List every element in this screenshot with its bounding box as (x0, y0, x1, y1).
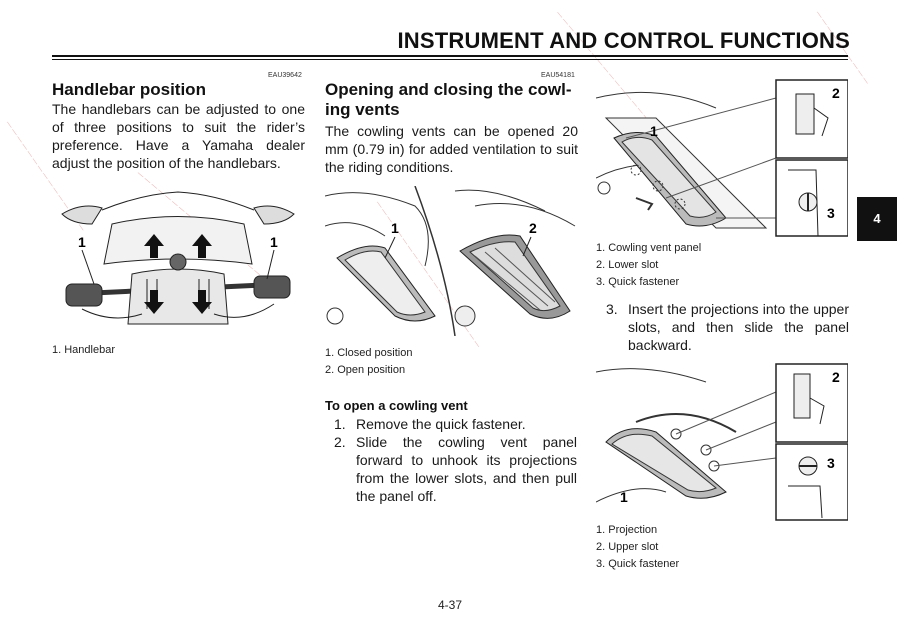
figure-caption: 1. Handlebar (52, 342, 115, 359)
figure-caption: 1. Cowling vent panel 2. Lower slot 3. Q… (596, 240, 701, 291)
figure-caption: 1. Projection 2. Upper slot 3. Quick fas… (596, 522, 679, 573)
step-item: 2. Slide the cowling vent panel forward … (334, 433, 577, 505)
figure-callout: 3 (827, 205, 835, 221)
caption-item: 2. Upper slot (596, 541, 659, 553)
caption-item: 1. Handlebar (52, 344, 115, 356)
header-rule (52, 55, 848, 57)
figure-callout: 2 (832, 369, 840, 385)
step-number: 1. (334, 416, 346, 432)
handlebar-figure: 1 1 (52, 184, 304, 334)
figure-callout: 3 (827, 455, 835, 471)
procedure-heading: To open a cowling vent (325, 398, 468, 413)
step-text: Insert the projections into the upper sl… (628, 301, 849, 353)
caption-item: 3. Quick fastener (596, 276, 680, 288)
caption-item: 3. Quick fastener (596, 558, 680, 570)
section-code: EAU54181 (541, 72, 575, 79)
cowling-panel-figure: 2 1 3 (596, 78, 848, 238)
step-item: 3. Insert the projections into the upper… (606, 300, 849, 354)
caption-item: 1. Cowling vent panel (596, 242, 702, 254)
caption-item: 1. Closed position (325, 347, 413, 359)
step-number: 3. (606, 301, 618, 317)
section-body: The cowling vents can be opened 20 mm (0… (325, 123, 578, 175)
section-code: EAU39642 (268, 72, 302, 79)
step-text: Slide the cowling vent panel forward to … (356, 434, 577, 504)
section-body: The handlebars can be adjusted to one of… (52, 101, 305, 171)
page-title: INSTRUMENT AND CONTROL FUNCTIONS (397, 28, 850, 53)
figure-callout: 1 (620, 489, 628, 505)
section-heading-line: ing vents (325, 100, 400, 119)
projection-figure: 2 1 3 (596, 362, 848, 522)
cowling-vent-figure: 1 2 (325, 186, 578, 336)
caption-item: 1. Projection (596, 524, 658, 536)
section-heading: Opening and closing the cowl- ing vents (325, 80, 580, 120)
step-number: 2. (334, 434, 346, 450)
procedure-steps: 3. Insert the projections into the upper… (606, 300, 849, 354)
chapter-tab: 4 (857, 197, 897, 241)
figure-caption: 1. Closed position 2. Open position (325, 345, 412, 379)
caption-item: 2. Open position (325, 364, 406, 376)
step-item: 1. Remove the quick fastener. (334, 415, 577, 433)
figure-callout: 1 (391, 220, 399, 236)
page-number: 4-37 (437, 598, 463, 612)
step-text: Remove the quick fastener. (356, 416, 526, 432)
figure-callout: 1 (270, 234, 278, 250)
section-heading-line: Opening and closing the cowl- (325, 80, 572, 99)
section-heading: Handlebar position (52, 80, 206, 99)
procedure-steps: 1. Remove the quick fastener. 2. Slide t… (334, 415, 577, 505)
figure-callout: 1 (78, 234, 86, 250)
header-rule (52, 59, 848, 60)
figure-callout: 1 (650, 123, 658, 139)
figure-callout: 2 (529, 220, 537, 236)
figure-callout: 2 (832, 85, 840, 101)
caption-item: 2. Lower slot (596, 259, 659, 271)
